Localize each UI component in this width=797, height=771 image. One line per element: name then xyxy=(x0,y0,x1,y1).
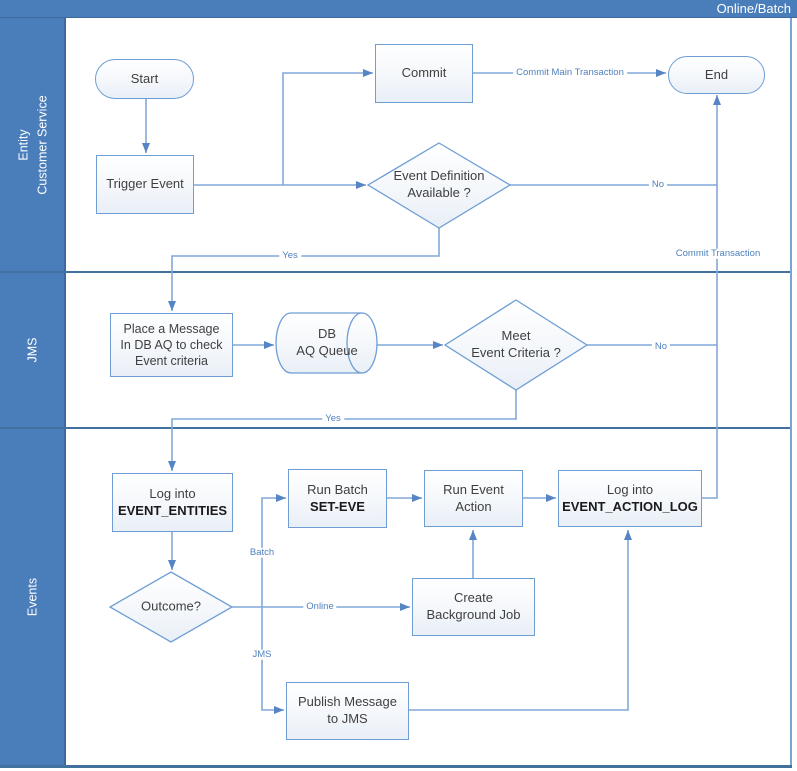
edge-trunk-to-end xyxy=(702,95,721,499)
edge-publish-to-actionlog xyxy=(409,530,632,711)
node-log-event-entities-line1: Log into xyxy=(149,485,196,501)
node-publish-message: Publish Message to JMS xyxy=(286,682,409,740)
decision-meet-event-criteria xyxy=(443,299,589,391)
edge-decision2-yes xyxy=(168,390,517,471)
queue-db-aq-seam xyxy=(346,312,363,374)
page-title: Online/Batch xyxy=(716,1,791,16)
edge-outcome-batch xyxy=(261,494,286,607)
node-commit: Commit xyxy=(375,44,473,103)
lane-header-column xyxy=(0,18,66,768)
node-run-batch-line2: SET-EVE xyxy=(310,498,365,514)
decision-event-definition-available xyxy=(366,142,512,229)
decision-event-definition-available-label: Event Definition Available ? xyxy=(393,168,485,200)
edge-label-jms: JMS xyxy=(249,649,275,661)
node-start: Start xyxy=(95,59,194,99)
node-run-batch-line1: Run Batch xyxy=(307,481,368,497)
frame-bottom-border xyxy=(0,765,792,768)
queue-db-aq-label: DB AQ Queue xyxy=(296,326,358,358)
edge-label-commit-transaction: Commit Transaction xyxy=(672,248,764,260)
node-log-event-entities-line2: EVENT_ENTITIES xyxy=(117,502,228,518)
edge-outcome-jms xyxy=(261,607,284,714)
decision-outcome-label: Outcome? xyxy=(141,598,201,614)
decision-meet-event-criteria-label: Meet Event Criteria ? xyxy=(471,328,561,360)
decision-outcome xyxy=(108,571,234,643)
node-place-message: Place a Message In DB AQ to check Event … xyxy=(110,313,233,377)
edge-label-no-meet-criteria: No xyxy=(651,341,671,353)
title-bar: Online/Batch xyxy=(0,0,797,18)
edge-label-commit-main-transaction: Commit Main Transaction xyxy=(513,67,627,79)
node-run-event-action: Run Event Action xyxy=(424,470,523,527)
edge-label-online: Online xyxy=(303,601,337,613)
node-log-event-action-log-line1: Log into xyxy=(606,481,654,497)
node-end: End xyxy=(668,56,765,94)
edge-label-no-event-definition: No xyxy=(648,179,668,191)
frame-right-border xyxy=(790,18,792,767)
node-trigger-event: Trigger Event xyxy=(96,155,194,214)
node-log-event-action-log: Log into EVENT_ACTION_LOG xyxy=(558,470,702,527)
queue-db-aq-shape xyxy=(275,312,378,374)
edge-label-yes-meet-criteria: Yes xyxy=(322,413,344,425)
edge-decision1-yes xyxy=(168,228,440,311)
edge-label-batch: Batch xyxy=(246,547,278,559)
node-create-background-job: Create Background Job xyxy=(412,578,535,636)
lane-divider-2 xyxy=(0,427,791,429)
node-log-event-entities: Log into EVENT_ENTITIES xyxy=(112,473,233,532)
lane-divider-1 xyxy=(0,271,791,273)
edge-label-yes-event-definition: Yes xyxy=(279,250,301,262)
node-run-batch: Run Batch SET-EVE xyxy=(288,469,387,528)
edge-trigger-to-commit xyxy=(282,69,373,185)
node-log-event-action-log-line2: EVENT_ACTION_LOG xyxy=(562,498,698,514)
